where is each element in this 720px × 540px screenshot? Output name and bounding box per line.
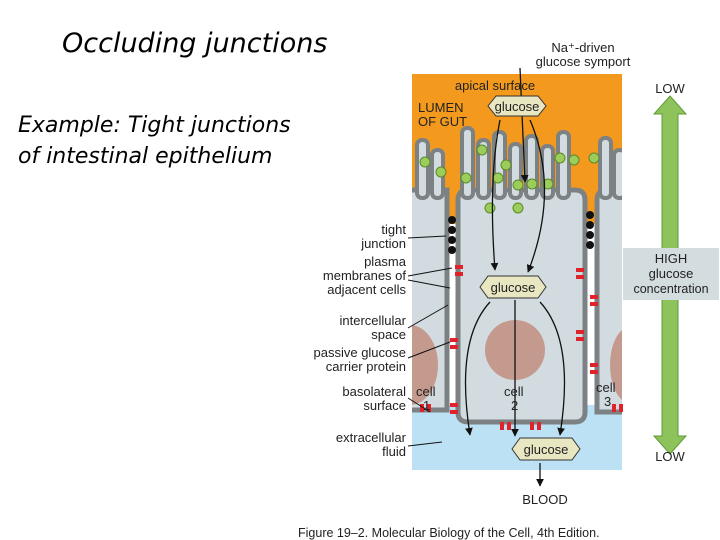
gradient-high-line-3: concentration [633,282,708,296]
cell-3-number: 3 [604,394,611,409]
tight-junction-right [586,211,594,249]
label-fluid: fluid [382,444,406,459]
concentration-gradient-arrow: LOW HIGH glucose concentration LOW [623,81,719,464]
label-basolateral: basolateral [342,384,406,399]
label-membranes-of: membranes of [323,268,406,283]
left-labels: tight junction plasma membranes of adjac… [314,222,407,459]
blood-label: BLOOD [522,492,568,507]
gradient-low-top: LOW [655,81,685,96]
body-line-2: of intestinal epithelium [18,144,273,169]
label-adjacent-cells: adjacent cells [327,282,406,297]
label-intercellular: intercellular [340,313,407,328]
glucose-middle-label: glucose [491,280,536,295]
label-surface: surface [363,398,406,413]
cell-1-label: cell [416,384,436,399]
label-extracellular: extracellular [336,430,407,445]
label-plasma: plasma [364,254,407,269]
symport-label-line-1: Na⁺-driven [551,40,614,55]
tight-junction-left [448,216,456,254]
glucose-symporters [419,144,600,214]
glucose-top: glucose [487,95,547,117]
nucleus-cell-1 [412,325,438,405]
gradient-high-box [623,248,719,300]
cell-2-number: 2 [511,398,518,413]
cell-2-label: cell [504,384,524,399]
glucose-middle: glucose [479,275,547,299]
figure-caption: Figure 19–2. Molecular Biology of the Ce… [298,526,600,540]
passive-carriers [420,265,623,430]
gradient-low-bottom: LOW [655,449,685,464]
label-junction: junction [360,236,406,251]
gradient-high-line-1: HIGH [655,251,688,266]
label-passive-glucose: passive glucose [314,345,407,360]
cell-3-label: cell [596,380,616,395]
lumen-label-line-1: LUMEN [418,100,464,115]
slide-body-text: Example: Tight junctions of intestinal e… [18,110,291,172]
label-tight: tight [381,222,406,237]
apical-surface-label: apical surface [455,78,535,93]
label-space: space [371,327,406,342]
gradient-high-line-2: glucose [649,266,694,281]
glucose-top-label: glucose [495,99,540,114]
body-line-1: Example: Tight junctions [18,113,291,138]
lumen-label-line-2: OF GUT [418,114,467,129]
slide-title: Occluding junctions [62,28,328,59]
leader-lines [407,235,453,447]
glucose-pathway-arrows [464,67,566,437]
nucleus-cell-3 [610,330,622,400]
symport-label-line-2: glucose symport [536,54,631,69]
cell-1-number: 1 [423,398,430,413]
label-carrier-protein: carrier protein [326,359,406,374]
glucose-bottom-label: glucose [524,442,569,457]
glucose-bottom: glucose [511,437,581,461]
